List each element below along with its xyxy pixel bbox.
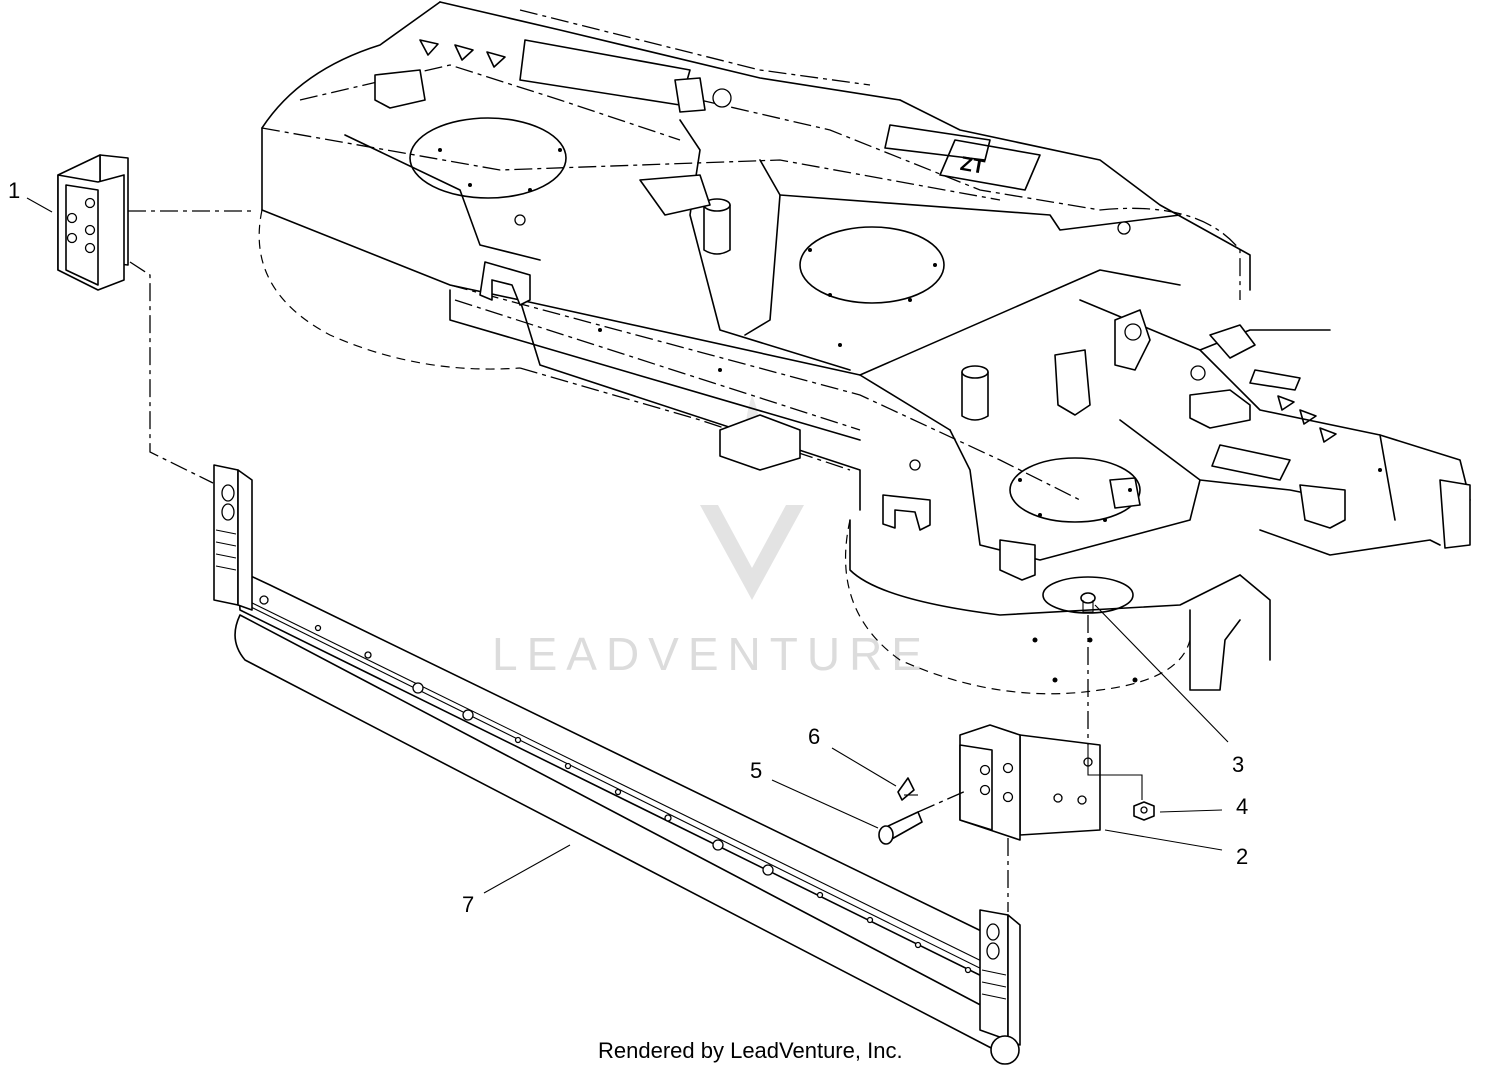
watermark-text: LEADVENTURE xyxy=(492,628,931,680)
callout-7: 7 xyxy=(462,844,571,917)
callout-5: 5 xyxy=(750,758,879,829)
roller-bar-holes xyxy=(314,624,972,974)
part-6-hairpin-clip xyxy=(897,777,918,801)
part-7-anti-scalp-roller xyxy=(213,464,1021,1065)
part-3-bolt xyxy=(1080,592,1096,613)
part-5-clevis-pin xyxy=(878,811,923,845)
callout-2: 2 xyxy=(1104,829,1248,869)
callout-4-label: 4 xyxy=(1236,794,1248,819)
part-1-left-hitch-bracket xyxy=(57,154,129,291)
part-2-right-hitch-bracket xyxy=(959,724,1101,841)
callout-1: 1 xyxy=(8,178,53,213)
assembly-lines xyxy=(128,210,1143,912)
deck-decal-text: ZT xyxy=(958,153,986,179)
callout-7-label: 7 xyxy=(462,892,474,917)
deck-rivets xyxy=(438,148,1382,683)
callout-3: 3 xyxy=(1094,604,1244,777)
callout-6: 6 xyxy=(808,724,897,787)
callout-2-label: 2 xyxy=(1236,844,1248,869)
callout-1-label: 1 xyxy=(8,178,20,203)
callout-6-label: 6 xyxy=(808,724,820,749)
rendered-by-credit: Rendered by LeadVenture, Inc. xyxy=(598,1038,903,1063)
callout-3-label: 3 xyxy=(1232,752,1244,777)
callout-4: 4 xyxy=(1159,794,1248,819)
leadventure-watermark: LEADVENTURE xyxy=(492,395,931,680)
mower-deck-assembly: ZT xyxy=(258,1,1471,695)
callout-5-label: 5 xyxy=(750,758,762,783)
part-4-flange-nut xyxy=(1133,801,1155,821)
